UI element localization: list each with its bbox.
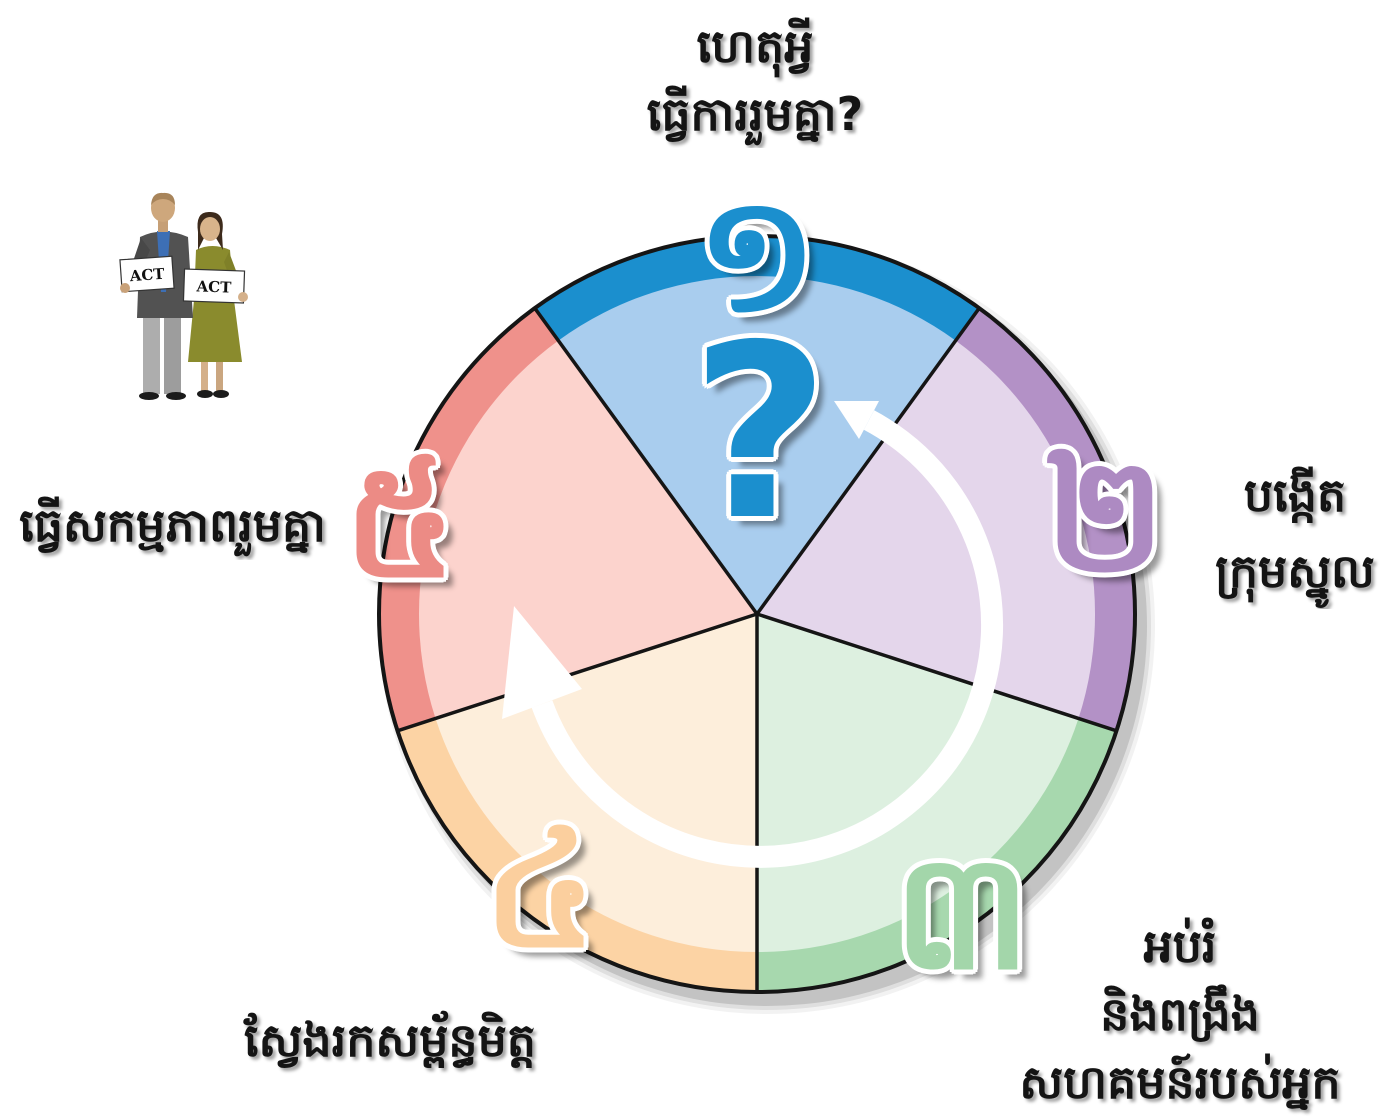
act-sign-left-text: ACT xyxy=(128,265,166,286)
circular-arrow-icon xyxy=(502,401,1004,868)
step-number-4: ៤ xyxy=(483,796,597,983)
cycle-arrow-shaft xyxy=(531,410,1004,868)
step-number-5: ៥ xyxy=(343,426,457,613)
man-hand xyxy=(120,283,130,293)
wedge-divider-2 xyxy=(755,307,981,616)
step-label-1: ហេតុអ្វី ធ្វើការរួមគ្នា? xyxy=(560,12,950,148)
man-hair xyxy=(151,192,175,205)
wheel-dividers xyxy=(396,307,1118,992)
step-number-1: ១ xyxy=(696,161,818,348)
wedge-divider-5 xyxy=(396,612,758,733)
people-holding-signs-icon: ACT ACT xyxy=(119,192,248,400)
step-label-2-line-2: ក្រុមស្នូល xyxy=(1215,544,1375,598)
step-label-3-line-3: សហគមន៍របស់អ្នក xyxy=(1019,1055,1341,1109)
man-figure xyxy=(126,192,193,400)
wedge-divider-3 xyxy=(756,612,1118,733)
woman-figure xyxy=(188,211,244,398)
step-label-3-line-2: និងពង្រឹង xyxy=(1100,987,1260,1041)
man-shoe-left xyxy=(139,392,159,400)
woman-hand xyxy=(238,292,248,302)
woman-shoe-right xyxy=(213,390,229,398)
wedge-5-fill xyxy=(418,340,757,719)
wedge-divider-1 xyxy=(533,307,759,616)
step-label-2: បង្កើត ក្រុមស្នូល xyxy=(1195,457,1395,609)
act-sign-right-text: ACT xyxy=(195,277,232,296)
woman-head xyxy=(200,217,220,241)
man-leg-left xyxy=(143,312,160,394)
woman-dress xyxy=(188,246,242,362)
step-label-1-line-1: ហេតុអ្វី xyxy=(696,19,814,73)
step-number-3: ៣ xyxy=(893,818,1031,1005)
wheel-outline xyxy=(377,234,1137,994)
wedge-1-fill xyxy=(558,276,956,614)
step-label-2-line-1: បង្កើត xyxy=(1243,468,1347,522)
woman-leg-right xyxy=(216,355,223,391)
man-shoe-right xyxy=(166,392,186,400)
man-head xyxy=(151,194,175,222)
step-label-4: ស្វែងរកសម្ព័ន្ធមិត្ត xyxy=(215,1005,565,1075)
act-sign-left-board xyxy=(119,255,175,293)
woman-shoe-left xyxy=(197,390,213,398)
step-label-1-line-2: ធ្វើការរួមគ្នា? xyxy=(646,87,864,141)
step-label-3: អប់រំ និងពង្រឹង សហគមន៍របស់អ្នក xyxy=(1010,912,1350,1116)
man-neck xyxy=(158,219,168,232)
wedge-2-fill xyxy=(757,340,1096,719)
act-sign-right-board xyxy=(182,268,246,304)
act-sign-right: ACT xyxy=(182,268,246,304)
act-sign-left: ACT xyxy=(119,255,175,293)
question-mark-icon: ? xyxy=(690,293,830,573)
woman-leg-left xyxy=(201,355,208,391)
cycle-arrow-tail xyxy=(834,401,879,439)
cycle-arrow-head xyxy=(502,606,582,719)
step-label-3-line-1: អប់រំ xyxy=(1143,919,1217,973)
step-label-5-line-1: ធ្វើសកម្មភាពរួមគ្នា xyxy=(19,498,326,552)
man-leg-right xyxy=(164,312,181,394)
step-number-2: ២ xyxy=(1044,421,1166,608)
step-label-4-line-1: ស្វែងរកសម្ព័ន្ធមិត្ត xyxy=(244,1013,536,1067)
step-label-5: ធ្វើសកម្មភាពរួមគ្នា xyxy=(0,490,345,560)
